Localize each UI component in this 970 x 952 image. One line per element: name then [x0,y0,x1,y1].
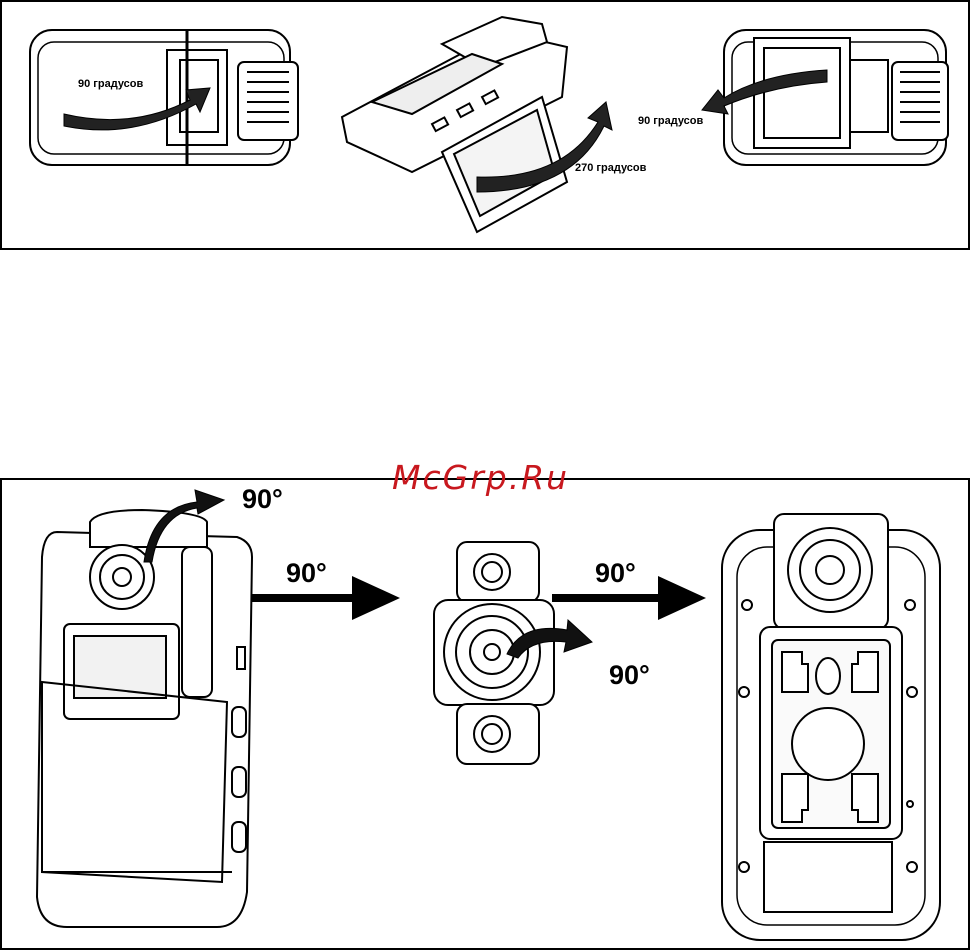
top-rotation-panel [0,0,970,250]
label-lens-rotation: 90° [609,660,650,691]
label-rotation-right: 90 градусов [638,115,703,127]
top-panel-illustration [2,2,970,252]
label-rotation-middle: 270 градусов [575,162,646,174]
camera-front-left-illustration [37,510,252,927]
camera-back-right-illustration [722,514,940,940]
watermark: McGrp.Ru [392,458,569,497]
label-right-arrow: 90° [595,558,636,589]
label-top-rotation: 90° [242,484,283,515]
bottom-rotation-panel [0,478,970,950]
camera-left-illustration [30,30,298,165]
label-rotation-left: 90 градусов [78,78,143,90]
camera-right-illustration [724,30,948,165]
bottom-panel-illustration [2,480,970,952]
label-left-arrow: 90° [286,558,327,589]
camera-middle-illustration [342,17,567,232]
lens-module-illustration [434,542,554,764]
